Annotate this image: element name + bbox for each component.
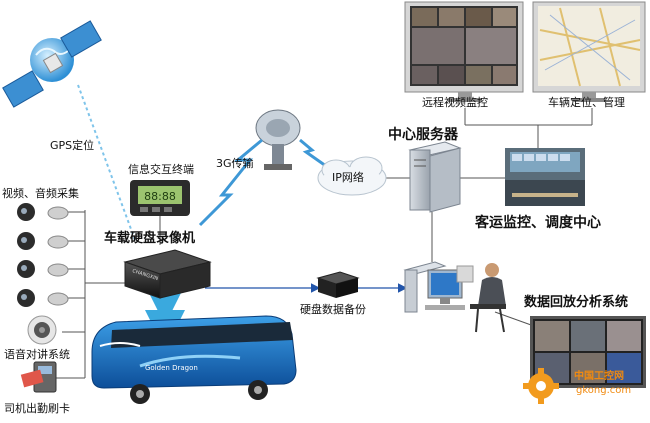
card-reader: [20, 361, 57, 393]
bus-logo-text: Golden Dragon: [145, 364, 198, 372]
playback-label: 数据回放分析系统: [524, 295, 629, 310]
info-terminal-label: 信息交互终端: [128, 163, 194, 176]
gps-satellite: [2, 20, 102, 108]
satellite-dish: [255, 109, 301, 170]
gps-dashed-link: [77, 84, 136, 241]
info-terminal-device: 88:88: [130, 180, 190, 216]
dvr-label: 车载硬盘录像机: [104, 231, 196, 246]
dome-camera-row-4: [17, 289, 69, 307]
central-server-label: 中心服务器: [388, 127, 458, 143]
dispatch-center-label: 客运监控、调度中心: [475, 215, 601, 231]
vehicle-map-monitor: [532, 1, 646, 102]
watermark-cn: 中国工控网: [574, 371, 624, 382]
dome-camera-row-2: [17, 232, 69, 250]
intercom-label: 语音对讲系统: [4, 348, 70, 361]
driver-card-label: 司机出勤刷卡: [4, 402, 70, 415]
dvr-device: CHANGXIN: [123, 249, 212, 299]
av-capture-label: 视频、音频采集: [2, 187, 79, 200]
vehicle-location-label: 车辆定位、管理: [548, 96, 625, 109]
lightning-bolt-3g: [198, 138, 263, 227]
ip-cloud: [317, 156, 387, 196]
dome-camera-row-3: [17, 260, 69, 278]
dispatch-center-photo: [505, 148, 585, 206]
dome-camera-row-1: [17, 203, 69, 221]
operator-workstation: [403, 261, 506, 333]
watermark-gear-icon: [523, 368, 559, 404]
playback-screen: [530, 316, 646, 388]
hdd-backup-label: 硬盘数据备份: [300, 303, 366, 316]
intercom-speaker: [27, 315, 57, 345]
remote-video-label: 远程视频监控: [422, 96, 488, 109]
bus-image: Golden Dragon: [91, 315, 297, 404]
terminal-screen-text: 88:88: [144, 190, 176, 203]
watermark-url: gkong.com: [576, 385, 632, 396]
remote-video-monitor: [404, 1, 524, 102]
lightning-bolt-ip: [299, 138, 327, 168]
backup-drive: [316, 271, 360, 298]
central-server: [408, 141, 462, 213]
gps-label: GPS定位: [50, 139, 95, 152]
ip-network-label: IP网络: [332, 171, 364, 184]
3g-label: 3G传输: [216, 157, 254, 170]
